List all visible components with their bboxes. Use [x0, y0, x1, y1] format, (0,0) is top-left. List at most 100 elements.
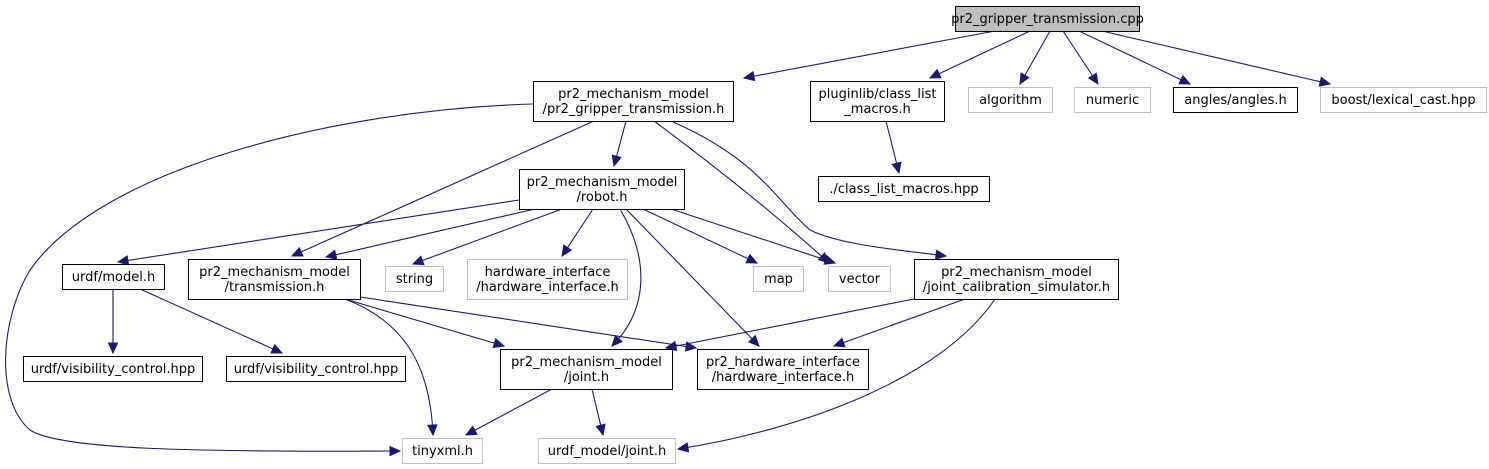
- node-lexical-cast: boost/lexical_cast.hpp: [1320, 87, 1487, 113]
- edge-line: [665, 298, 915, 349]
- node-jcs-h[interactable]: pr2_mechanism_model/joint_calibration_si…: [914, 259, 1119, 300]
- node-pr2-hw-iface[interactable]: pr2_hardware_interface/hardware_interfac…: [697, 349, 869, 390]
- edge-line: [139, 288, 283, 354]
- edge-robot_h-to-map: [642, 208, 759, 264]
- node-box: [402, 438, 483, 464]
- node-box: [810, 81, 945, 122]
- arrowhead-icon: [1318, 76, 1332, 87]
- arrowhead-icon: [676, 442, 690, 453]
- edge-root-to-numeric: [1062, 30, 1099, 86]
- node-angles-h[interactable]: angles/angles.h: [1173, 87, 1298, 113]
- edge-root-to-gripper_h: [742, 30, 996, 82]
- node-algorithm: algorithm: [968, 87, 1053, 113]
- node-box: [23, 356, 203, 382]
- edge-root-to-class_list_macros_h: [928, 30, 1031, 79]
- node-label: tinyxml.h: [412, 444, 473, 459]
- arrowhead-icon: [742, 70, 756, 82]
- edge-joint_h-to-tinyxml: [464, 388, 553, 436]
- node-box: [818, 176, 990, 202]
- edge-transmission_h-to-pr2_hw_iface: [359, 296, 698, 352]
- node-label: urdf/visibility_control.hpp: [31, 362, 196, 377]
- node-label: pr2_mechanism_model: [511, 355, 662, 370]
- node-box: [500, 349, 673, 390]
- node-box: [62, 264, 165, 290]
- node-box: [968, 87, 1053, 113]
- arrowhead-icon: [928, 68, 942, 79]
- node-robot-h[interactable]: pr2_mechanism_model/robot.h: [519, 169, 685, 210]
- node-vis2[interactable]: urdf/visibility_control.hpp: [226, 356, 406, 382]
- edge-robot_h-to-hw_iface_ext: [561, 208, 594, 258]
- edge-line: [1062, 30, 1099, 85]
- node-box: [828, 266, 891, 292]
- arrowhead-icon: [116, 255, 130, 266]
- arrowhead-icon: [934, 249, 948, 260]
- arrowhead-icon: [891, 161, 902, 175]
- node-box: [385, 266, 444, 292]
- edge-jcs_h-to-urdf_joint: [676, 298, 996, 453]
- edge-gripper_h-to-transmission_h: [290, 120, 595, 257]
- node-label: numeric: [1086, 93, 1139, 108]
- node-urdf-model-h[interactable]: urdf/model.h: [62, 264, 165, 290]
- edge-robot_h-to-vector: [670, 208, 837, 265]
- edge-robot_h-to-joint_h: [611, 208, 642, 347]
- arrowhead-icon: [411, 255, 425, 266]
- arrowhead-icon: [427, 424, 438, 437]
- arrowhead-icon: [747, 334, 760, 347]
- node-box: [188, 259, 361, 300]
- node-vis1[interactable]: urdf/visibility_control.hpp: [23, 356, 203, 382]
- node-map: map: [753, 266, 804, 292]
- edge-line: [670, 120, 947, 257]
- edge-gripper_h-to-tinyxml: [5, 103, 534, 457]
- edge-root-to-lexical_cast: [1101, 30, 1332, 87]
- node-box: [1074, 87, 1151, 113]
- node-vector: vector: [828, 266, 891, 292]
- node-class-list-macros-hpp[interactable]: ./class_list_macros.hpp: [818, 176, 990, 202]
- node-numeric: numeric: [1074, 87, 1151, 113]
- node-label: urdf/model.h: [72, 270, 155, 285]
- node-label: pr2_mechanism_model: [558, 87, 709, 102]
- node-label: pr2_hardware_interface: [706, 355, 860, 370]
- node-box: [955, 6, 1140, 32]
- node-box: [226, 356, 406, 382]
- node-box: [753, 266, 804, 292]
- edges-layer: [5, 30, 1332, 457]
- edge-line: [291, 120, 595, 257]
- edge-line: [117, 199, 520, 263]
- edge-line: [743, 30, 996, 79]
- edge-line: [344, 298, 505, 347]
- node-label: _macros.h: [843, 102, 910, 117]
- node-gripper-h[interactable]: pr2_mechanism_model/pr2_gripper_transmis…: [533, 81, 734, 122]
- edge-robot_h-to-string: [411, 208, 563, 266]
- arrowhead-icon: [107, 342, 119, 355]
- node-label: /joint_calibration_simulator.h: [923, 280, 1110, 295]
- node-transmission-h[interactable]: pr2_mechanism_model/transmission.h: [188, 259, 361, 300]
- node-class-list-macros-h[interactable]: pluginlib/class_list_macros.h: [810, 81, 945, 122]
- node-label: /joint.h: [564, 370, 609, 385]
- node-label: urdf_model/joint.h: [548, 444, 666, 459]
- edge-line: [625, 208, 760, 347]
- node-box: [1173, 87, 1298, 113]
- node-label: pluginlib/class_list: [819, 87, 937, 102]
- node-box: [914, 259, 1119, 300]
- node-string: string: [385, 266, 444, 292]
- edge-line: [611, 208, 642, 347]
- node-label: hardware_interface: [485, 265, 611, 280]
- edge-transmission_h-to-joint_h: [344, 298, 506, 349]
- node-label: pr2_gripper_transmission.cpp: [951, 12, 1144, 27]
- node-root[interactable]: pr2_gripper_transmission.cpp: [951, 6, 1144, 32]
- node-urdf-joint: urdf_model/joint.h: [538, 438, 676, 464]
- node-joint-h[interactable]: pr2_mechanism_model/joint.h: [500, 349, 673, 390]
- node-label: /robot.h: [576, 190, 627, 205]
- edge-class_list_macros_h-to-class_list_macros_hpp: [885, 120, 902, 175]
- node-label: /hardware_interface.h: [476, 280, 618, 295]
- edge-line: [5, 103, 534, 452]
- edge-jcs_h-to-pr2_hw_iface: [832, 298, 966, 348]
- edge-line: [344, 298, 434, 436]
- edge-root-to-angles_h: [1078, 30, 1192, 85]
- edge-line: [929, 30, 1031, 79]
- node-label: string: [396, 272, 433, 287]
- node-box: [533, 81, 734, 122]
- node-label: algorithm: [979, 93, 1042, 108]
- arrowhead-icon: [684, 341, 698, 352]
- arrowhead-icon: [611, 334, 623, 347]
